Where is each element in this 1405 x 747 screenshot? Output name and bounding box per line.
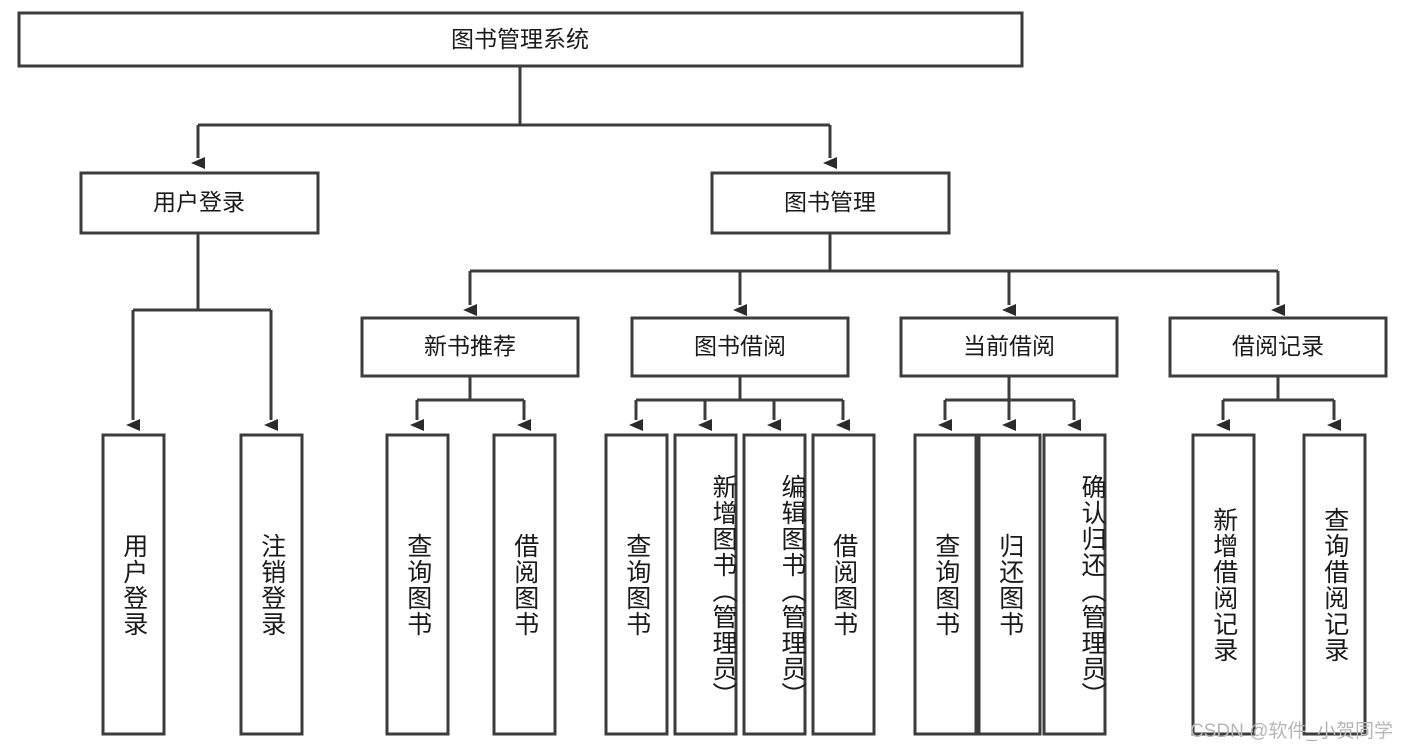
connector-layer [126,66,1341,431]
new-book-recommend-label: 新书推荐 [424,333,516,359]
root-box-label: 图书管理系统 [451,26,589,52]
leaf-confirm-return-admin-box[interactable] [1042,433,1107,736]
node-current-borrow[interactable]: 当前借阅 [899,316,1119,378]
csdn-watermark: CSDN @软件_小贺同学 [1190,721,1393,742]
leaf-borrow-books-2-box[interactable] [811,433,876,736]
root-box[interactable] [17,11,1024,68]
node-book-borrow[interactable]: 图书借阅 [630,316,850,378]
leaf-borrow-books-1-box[interactable] [492,433,557,736]
current-borrow-box[interactable] [899,316,1119,378]
node-new-book-recommend[interactable]: 新书推荐 [360,316,580,378]
leaf-box-layer [101,433,1367,736]
node-borrow-record[interactable]: 借阅记录 [1168,316,1388,378]
node-book-management[interactable]: 图书管理 [710,171,951,235]
book-management-label: 图书管理 [784,189,876,215]
leaf-query-books-3-box[interactable] [913,433,978,736]
node-user-login[interactable]: 用户登录 [79,171,320,235]
book-borrow-box[interactable] [630,316,850,378]
user-login-label: 用户登录 [153,189,245,215]
borrow-record-label: 借阅记录 [1232,333,1324,359]
leaf-return-books-box[interactable] [977,433,1042,736]
leaf-add-book-admin-box[interactable] [673,433,738,736]
leaf-logout-login-box[interactable] [239,433,304,736]
leaf-query-borrow-record-box[interactable] [1302,433,1367,736]
user-login-box[interactable] [79,171,320,235]
new-book-recommend-box[interactable] [360,316,580,378]
current-borrow-label: 当前借阅 [963,333,1055,359]
leaf-edit-book-admin-box[interactable] [742,433,807,736]
node-root-system[interactable]: 图书管理系统 [17,11,1024,68]
book-management-box[interactable] [710,171,951,235]
book-borrow-label: 图书借阅 [694,333,786,359]
leaf-add-borrow-record-box[interactable] [1191,433,1256,736]
leaf-query-books-1-box[interactable] [385,433,450,736]
leaf-query-books-2-box[interactable] [604,433,669,736]
borrow-record-box[interactable] [1168,316,1388,378]
leaf-user-login-box[interactable] [101,433,166,736]
